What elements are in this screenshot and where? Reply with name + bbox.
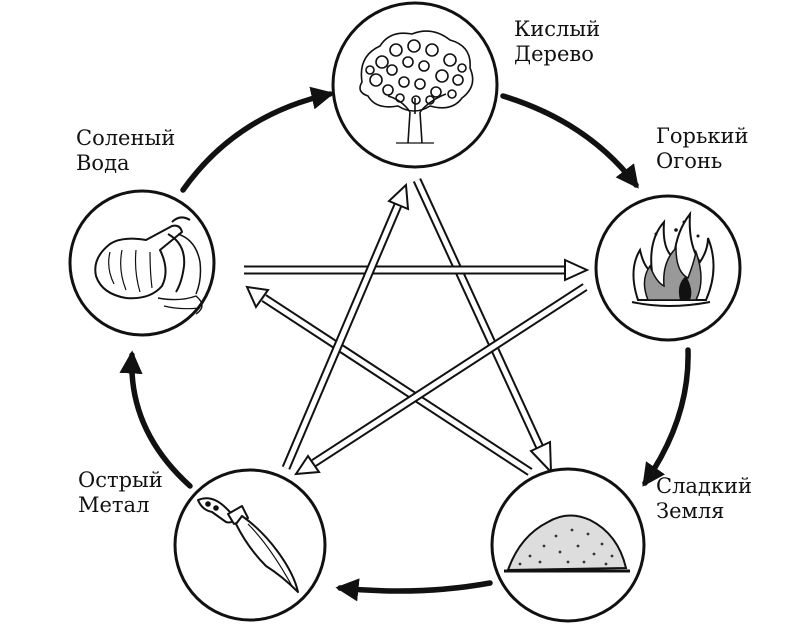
tree-icon (359, 30, 474, 144)
node-wood (331, 1, 499, 169)
node-fire (594, 194, 742, 342)
arrow-fire-to-metal (294, 283, 588, 476)
arrow-wood-to-earth (412, 178, 553, 475)
arrow-water-to-wood (180, 86, 335, 193)
element-water: Вода (76, 151, 130, 175)
generating-cycle (119, 86, 691, 602)
fire-icon (631, 210, 715, 307)
arrow-wood-to-fire (500, 93, 639, 189)
element-wood: Дерево (514, 42, 594, 66)
node-earth (490, 467, 646, 623)
arrow-earth-to-water (245, 285, 533, 476)
taste-earth: Сладкий (656, 474, 752, 498)
taste-fire: Горький (656, 124, 749, 148)
label-fire: Горький Огонь (656, 124, 749, 174)
node-metal (173, 468, 327, 622)
arrow-metal-to-wood (281, 182, 410, 470)
controlling-cycle (244, 178, 590, 476)
arrow-water-to-fire (244, 258, 590, 282)
knife-icon (197, 497, 299, 593)
arrow-metal-to-water (119, 350, 193, 489)
taste-metal: Острый (78, 468, 163, 492)
element-metal: Метал (78, 493, 150, 517)
arrow-earth-to-metal (335, 578, 493, 602)
element-earth: Земля (656, 499, 725, 523)
label-wood: Кислый Дерево (514, 17, 600, 67)
node-water (68, 189, 216, 337)
water-jug-icon (94, 216, 203, 315)
label-earth: Сладкий Земля (656, 474, 752, 524)
arrow-fire-to-earth (642, 347, 691, 487)
earth-mound-icon (504, 514, 630, 573)
label-water: Соленый Вода (76, 126, 175, 176)
taste-water: Соленый (76, 126, 176, 150)
taste-wood: Кислый (514, 17, 601, 41)
label-metal: Острый Метал (78, 468, 163, 518)
element-fire: Огонь (656, 149, 723, 173)
